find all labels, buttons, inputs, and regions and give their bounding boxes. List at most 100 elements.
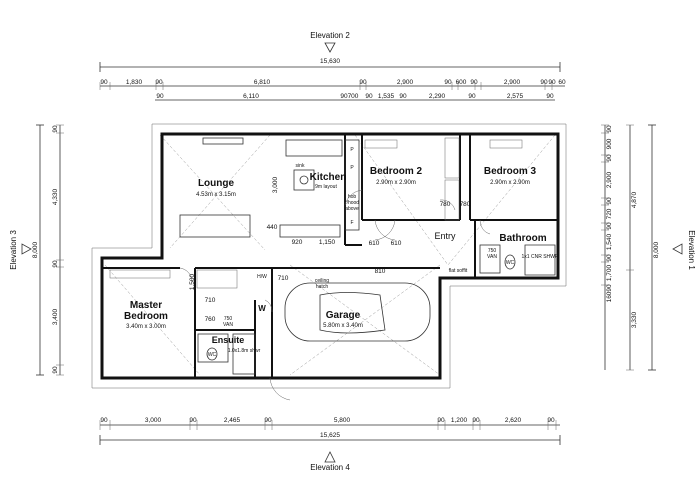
flat-soffit-label: flat soffit	[449, 268, 468, 274]
room-name: Kitchen	[310, 172, 347, 183]
roof-outline	[91, 123, 567, 389]
room-kitchen: Kitchen 9m layout	[310, 172, 347, 190]
elevation-left-label: Elevation 3	[9, 230, 18, 270]
room-size: 5.80m x 3.40m	[323, 323, 363, 329]
dim: 90	[365, 93, 373, 100]
dim: 90	[52, 125, 59, 133]
room-lounge: Lounge 4.53m x 3.15m	[196, 178, 236, 198]
bottom-row-dims: 90 3,000 90 2,465 90 5,800 90 1,200 90 2…	[100, 417, 555, 424]
dim: 90	[444, 79, 452, 86]
rhood-label: r/hood	[345, 200, 359, 206]
dim: 90	[264, 417, 272, 424]
dim: 3,000	[145, 417, 162, 424]
dim: 90	[606, 222, 613, 230]
dim: 90	[606, 197, 613, 205]
ensuite-vanity-label: VAN	[223, 322, 233, 328]
elevation-bottom-label: Elevation 4	[310, 463, 350, 472]
room-name: Ensuite	[212, 335, 245, 345]
top-row2-dims: 90 6,110 90 700 90 1,535 90 2,290 90 2,5…	[156, 93, 554, 100]
top-dimensions: 15,630 90 1,830 90 6,810 90 2,900 90 600…	[99, 58, 566, 101]
washer-label: W	[258, 304, 266, 313]
dim: 160	[606, 291, 613, 302]
dim: 760	[205, 316, 216, 323]
room-note: 9m layout	[315, 184, 337, 190]
room-name-line1: Master	[130, 300, 162, 311]
ensuite-vanity-label: 750	[224, 316, 233, 322]
right-total-dim: 8,000	[653, 241, 660, 258]
dim: 3,330	[631, 311, 638, 328]
dim: 440	[267, 224, 278, 231]
dim: 3,400	[52, 308, 59, 325]
room-bedroom-2: Bedroom 2 2.90m x 2.90m	[370, 166, 423, 186]
dim: 2,290	[429, 93, 446, 100]
dim: 90	[100, 79, 108, 86]
dim: 90	[606, 154, 613, 162]
dim: 5,800	[334, 417, 351, 424]
top-total-dim: 15,630	[320, 58, 340, 65]
dim: 1,150	[319, 239, 336, 246]
dim: 1,200	[451, 417, 468, 424]
dim: 600	[456, 79, 467, 86]
elevation-top-arrow-icon	[324, 42, 336, 53]
room-bedroom-3: Bedroom 3 2.90m x 2.90m	[484, 166, 537, 186]
dim: 90	[52, 260, 59, 268]
dim: 610	[391, 240, 402, 247]
room-size: 2.90m x 2.90m	[376, 180, 416, 186]
dim: 90	[546, 93, 554, 100]
internal-dims: 3,000 920 1,150 440 710 710 760 810 780 …	[189, 176, 471, 323]
elevation-marker-right: Elevation 1	[672, 230, 696, 270]
elevation-bottom-arrow-icon	[324, 451, 336, 463]
fixture-labels: sink P P F hob r/hood above H/W W ceilin…	[208, 147, 559, 358]
ensuite-toilet-icon	[206, 347, 218, 361]
hot-water-label: H/W	[257, 274, 267, 280]
right-dimensions: 90 900 90 2,900 90 720 90 1,540 90 1,700…	[601, 124, 660, 371]
room-name-line2: Bedroom	[124, 311, 168, 322]
sink-label: sink	[296, 163, 305, 169]
lounge-furniture	[179, 137, 251, 238]
dim: 3,000	[272, 176, 279, 193]
dim: 90	[52, 366, 59, 374]
dim: 2,900	[606, 171, 613, 188]
toilet-label: WC	[506, 260, 515, 266]
bottom-total-dim: 15,625	[320, 432, 340, 439]
dim: 1,500	[189, 273, 196, 290]
dim: 90	[606, 125, 613, 133]
room-name: Bedroom 3	[484, 166, 537, 177]
elevation-marker-bottom: Elevation 4	[310, 451, 350, 472]
dim: 1,830	[126, 79, 143, 86]
elevation-right-arrow-icon	[672, 243, 683, 255]
room-size: 3.40m x 3.00m	[126, 324, 166, 330]
ceiling-label: ceiling	[315, 278, 329, 284]
dim: 710	[205, 297, 216, 304]
dim: 90	[156, 93, 164, 100]
left-total-dim: 8,000	[32, 241, 39, 258]
dim: 2,900	[504, 79, 521, 86]
dim: 720	[606, 208, 613, 219]
bathroom-fixtures	[197, 244, 556, 375]
dim: 780	[440, 201, 451, 208]
dim: 920	[292, 239, 303, 246]
dim: 90	[472, 417, 480, 424]
dim: 90	[399, 93, 407, 100]
door-swings	[179, 189, 491, 401]
room-name: Entry	[434, 231, 456, 241]
right-row1-dims: 90 900 90 2,900 90 720 90 1,540 90 1,700…	[606, 125, 613, 302]
dim: 90	[606, 254, 613, 262]
pantry-label: P	[350, 147, 354, 153]
dim: 700	[348, 93, 359, 100]
dim: 90	[606, 284, 613, 292]
dim: 60	[558, 79, 566, 86]
room-size: 2.90m x 2.90m	[490, 180, 530, 186]
room-ensuite: Ensuite	[212, 335, 245, 345]
room-name: Bedroom 2	[370, 166, 423, 177]
left-row-dims: 90 4,330 90 3,400 90	[52, 125, 59, 374]
dim: 90	[359, 79, 367, 86]
elevation-top-label: Elevation 2	[310, 31, 350, 40]
dim: 710	[278, 275, 289, 282]
dim: 1,540	[606, 233, 613, 250]
elevation-marker-left: Elevation 3	[9, 230, 32, 270]
car-icon	[284, 282, 431, 342]
dim: 610	[369, 240, 380, 247]
pantry-label: P	[350, 165, 354, 171]
